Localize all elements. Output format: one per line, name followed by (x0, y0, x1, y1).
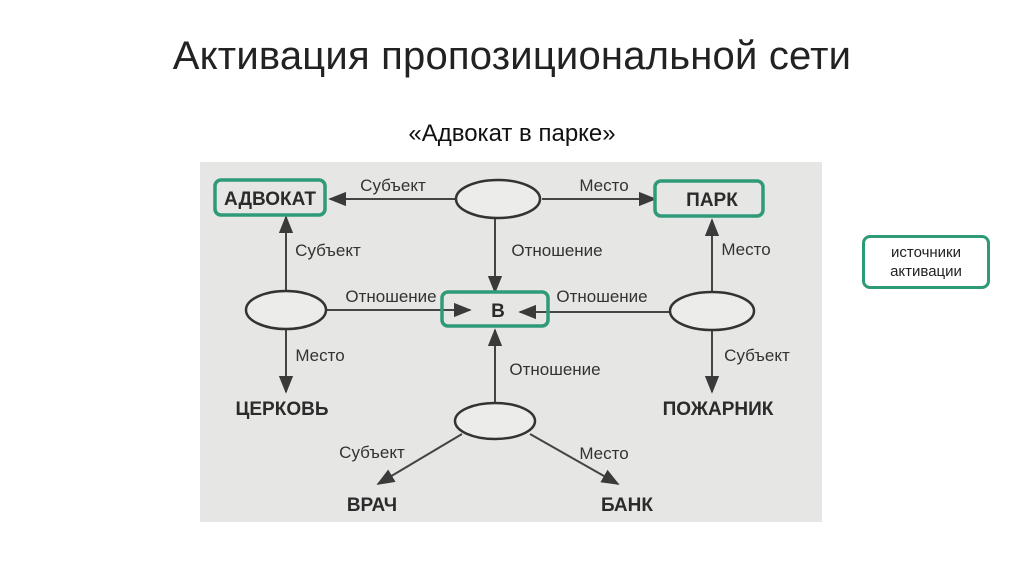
node-v: В (491, 301, 505, 322)
slide-subtitle: «Адвокат в парке» (408, 120, 616, 147)
label-bottom-place: Место (579, 444, 628, 463)
label-top-relation: Отношение (511, 241, 602, 260)
edge-bottom-to-bank (529, 433, 620, 485)
proposition-node-bottom (453, 401, 537, 441)
node-bank: БАНК (601, 495, 653, 516)
activation-sources-legend: источники активации (862, 235, 990, 289)
highlight-advokat (213, 178, 327, 217)
network-svg: АДВОКАТ ПАРК В ЦЕРКОВЬ ПОЖАРНИК ВРАЧ БАН… (213, 176, 790, 516)
label-left-place: Место (295, 346, 344, 365)
label-top-place: Место (579, 176, 628, 195)
legend-line-1: источники (890, 244, 961, 261)
highlight-park (653, 179, 765, 218)
label-top-subject: Субъект (360, 176, 426, 195)
node-pozharnik: ПОЖАРНИК (663, 399, 774, 420)
slide-title: Активация пропозициональной сети (172, 34, 852, 78)
proposition-node-top (454, 178, 542, 220)
label-bottom-subject: Субъект (339, 443, 405, 462)
highlight-v (440, 290, 550, 328)
proposition-node-right (668, 290, 756, 332)
node-advokat: АДВОКАТ (224, 189, 316, 210)
label-left-subject: Субъект (295, 241, 361, 260)
proposition-node-left (244, 289, 328, 331)
node-vrach: ВРАЧ (347, 495, 397, 516)
legend-line-2: активации (890, 263, 962, 280)
node-cerkov: ЦЕРКОВЬ (236, 399, 329, 420)
edge-bottom-to-vrach (376, 433, 463, 485)
label-bottom-relation: Отношение (509, 360, 600, 379)
label-left-relation: Отношение (345, 287, 436, 306)
label-right-subject: Субъект (724, 346, 790, 365)
label-right-relation: Отношение (556, 287, 647, 306)
node-park: ПАРК (686, 190, 738, 211)
propositional-network-diagram: АДВОКАТ ПАРК В ЦЕРКОВЬ ПОЖАРНИК ВРАЧ БАН… (200, 162, 822, 522)
label-right-place: Место (721, 240, 770, 259)
